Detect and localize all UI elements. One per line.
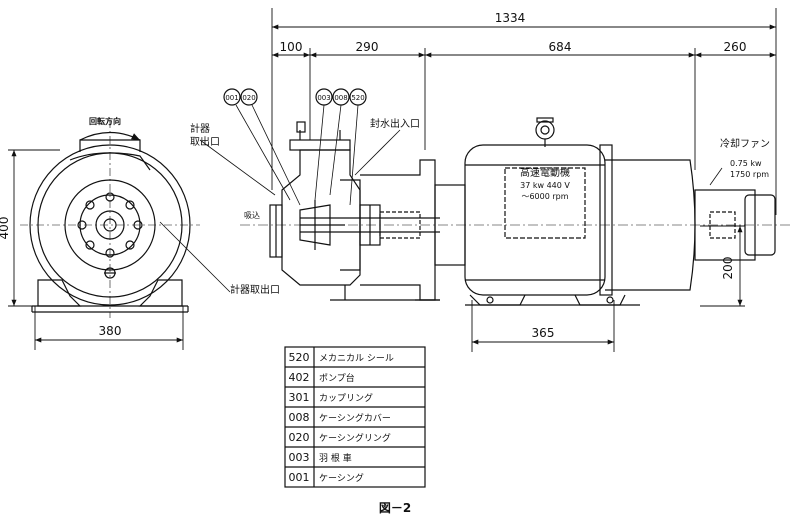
parts-row-name: カップリング <box>319 392 373 404</box>
callout-texts: 001 020 003 008 520 <box>225 94 364 102</box>
parts-row-code: 301 <box>289 391 310 404</box>
cooling-fan <box>694 167 776 261</box>
dim-365: 365 <box>532 326 555 340</box>
parts-table <box>284 346 426 488</box>
parts-row-code: 008 <box>289 411 310 424</box>
pump-side-view <box>240 121 790 301</box>
suction-label: 吸込 <box>244 211 260 220</box>
parts-table-text: 520 メカニカル シール 402 ポンプ台 301 カップリング 008 ケー… <box>289 351 394 484</box>
gauge-outlet-top-label-1: 計器 <box>190 122 210 135</box>
fan-label-1: 冷却ファン <box>720 137 770 150</box>
gauge-outlet-top-label-2: 取出口 <box>190 135 220 148</box>
parts-row-name: ケーシングリング <box>319 432 391 444</box>
callout-003: 003 <box>317 94 330 102</box>
dim-100: 100 <box>280 40 303 54</box>
parts-row-code: 003 <box>289 451 310 464</box>
dimension-texts: 1334 100 290 684 260 400 380 365 200 <box>0 11 746 340</box>
callout-balloons <box>199 88 401 206</box>
motor-label-1: 高速電動機 <box>520 166 570 179</box>
seal-water-label: 封水出入口 <box>370 117 420 130</box>
callout-008: 008 <box>334 94 347 102</box>
motor-label-2: 37 kw 440 V <box>520 181 570 190</box>
dim-290: 290 <box>356 40 379 54</box>
parts-row-code: 020 <box>289 431 310 444</box>
callout-020-ring <box>240 88 258 106</box>
callout-001-ring <box>223 88 241 106</box>
parts-row-name: ポンプ台 <box>319 372 355 384</box>
dim-260: 260 <box>724 40 747 54</box>
parts-row-code: 402 <box>289 371 310 384</box>
annotation-labels: 回転方向 計器 取出口 封水出入口 計器取出口 吸込 高速電動機 37 kw 4… <box>89 116 770 296</box>
callout-001: 001 <box>225 94 238 102</box>
dim-1334: 1334 <box>495 11 526 25</box>
dim-684: 684 <box>549 40 572 54</box>
rotation-label: 回転方向 <box>89 116 121 126</box>
motor-side-view <box>434 117 696 306</box>
pump-front-view <box>20 120 231 318</box>
parts-row-name: 羽 根 車 <box>319 452 352 464</box>
motor-label-3: ～6000 rpm <box>521 192 568 201</box>
fan-label-3: 1750 rpm <box>730 170 769 179</box>
dim-200: 200 <box>721 257 735 280</box>
parts-row-code: 001 <box>289 471 310 484</box>
fan-label-2: 0.75 kw <box>730 159 762 168</box>
dim-400: 400 <box>0 217 11 240</box>
parts-row-name: メカニカル シール <box>319 353 394 364</box>
callout-520: 520 <box>351 94 364 102</box>
gauge-outlet-bottom-label: 計器取出口 <box>230 283 280 296</box>
dimension-lines <box>8 8 777 352</box>
parts-row-name: ケーシングカバー <box>319 412 391 424</box>
figure-caption: 図－2 <box>379 501 411 515</box>
dim-380: 380 <box>99 324 122 338</box>
parts-row-code: 520 <box>289 351 310 364</box>
parts-row-name: ケーシング <box>319 472 364 484</box>
callout-020: 020 <box>242 94 255 102</box>
